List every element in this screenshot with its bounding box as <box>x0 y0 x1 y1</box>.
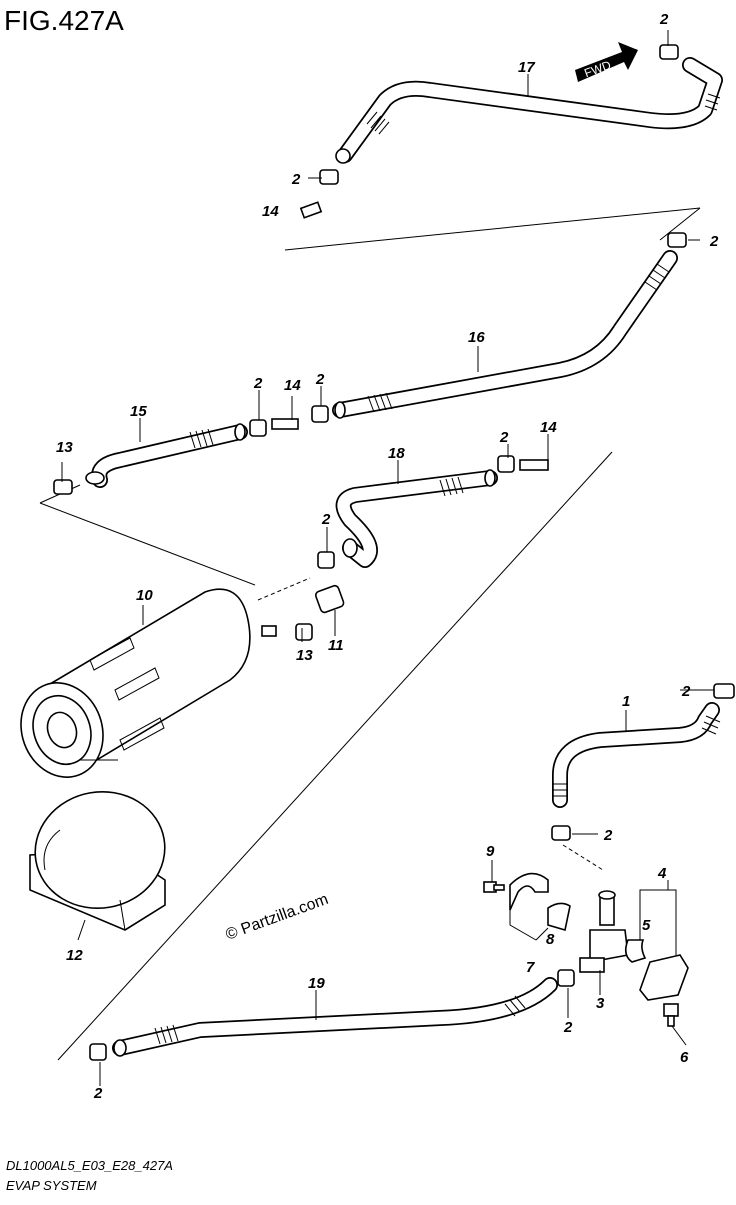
fitting-14b <box>271 418 299 430</box>
callout-2-b: 2 <box>291 171 301 188</box>
callout-14-c: 14 <box>540 419 557 436</box>
clamp-7 <box>509 872 549 911</box>
callout-10: 10 <box>136 587 153 604</box>
callout-2-a: 2 <box>659 11 669 28</box>
callout-2-f: 2 <box>499 429 509 446</box>
frame-line-top <box>284 207 701 251</box>
model-code: DL1000AL5_E03_E28_427A <box>6 1158 173 1173</box>
fwd-arrow-icon: FWD <box>575 42 638 82</box>
callout-14-a: 14 <box>262 203 279 220</box>
callout-17: 17 <box>518 59 535 76</box>
callout-4: 4 <box>657 865 667 882</box>
leader-lines <box>61 30 714 1086</box>
callout-2-i: 2 <box>603 827 613 844</box>
hose-1 <box>552 702 721 808</box>
callout-2-e: 2 <box>315 371 325 388</box>
clip-markers <box>53 44 735 1061</box>
hose-19 <box>112 977 558 1057</box>
hose-18 <box>335 469 498 568</box>
fitting-14a <box>299 201 323 219</box>
section-name: EVAP SYSTEM <box>6 1178 97 1193</box>
callout-2-j: 2 <box>563 1019 573 1036</box>
callout-16: 16 <box>468 329 485 346</box>
callout-2-c: 2 <box>709 233 719 250</box>
bolt-9 <box>483 881 505 893</box>
callout-8: 8 <box>546 931 555 948</box>
bolt-6 <box>663 1003 679 1027</box>
callout-2-k: 2 <box>93 1085 103 1102</box>
callout-14-b: 14 <box>284 377 301 394</box>
canister-10 <box>20 588 277 778</box>
valve-3 <box>579 890 629 973</box>
hose-15 <box>85 423 248 488</box>
callout-1: 1 <box>622 693 630 710</box>
callout-13-a: 13 <box>56 439 73 456</box>
frame-line-top-right <box>659 207 701 241</box>
callout-5: 5 <box>642 917 651 934</box>
hose-16 <box>332 250 678 419</box>
callout-9: 9 <box>486 843 495 860</box>
clamp-8 <box>547 902 571 932</box>
callout-11: 11 <box>328 637 344 654</box>
dashed-connector-1 <box>562 844 604 871</box>
frame-line-mid-left <box>39 502 256 586</box>
hose-17 <box>335 57 723 164</box>
callout-3: 3 <box>596 995 605 1012</box>
fitting-14c <box>519 459 549 471</box>
dashed-connector-2 <box>257 577 311 601</box>
callout-19: 19 <box>308 975 325 992</box>
frame-line-diagonal <box>57 451 613 1061</box>
watermark: © Partzilla.com <box>224 891 331 944</box>
fwd-label: FWD <box>582 58 613 81</box>
callout-15: 15 <box>130 403 147 420</box>
callout-12: 12 <box>66 947 83 964</box>
callout-2-h: 2 <box>681 683 691 700</box>
fitting-11 <box>314 584 345 614</box>
callout-13-b: 13 <box>296 647 313 664</box>
bracket-4 <box>624 939 689 1001</box>
figure-title: FIG.427A <box>4 5 124 36</box>
callout-18: 18 <box>388 445 405 462</box>
callout-2-d: 2 <box>253 375 263 392</box>
bracket-12 <box>29 790 166 931</box>
callout-6: 6 <box>680 1049 689 1066</box>
callout-7: 7 <box>526 959 535 976</box>
callout-2-g: 2 <box>321 511 331 528</box>
